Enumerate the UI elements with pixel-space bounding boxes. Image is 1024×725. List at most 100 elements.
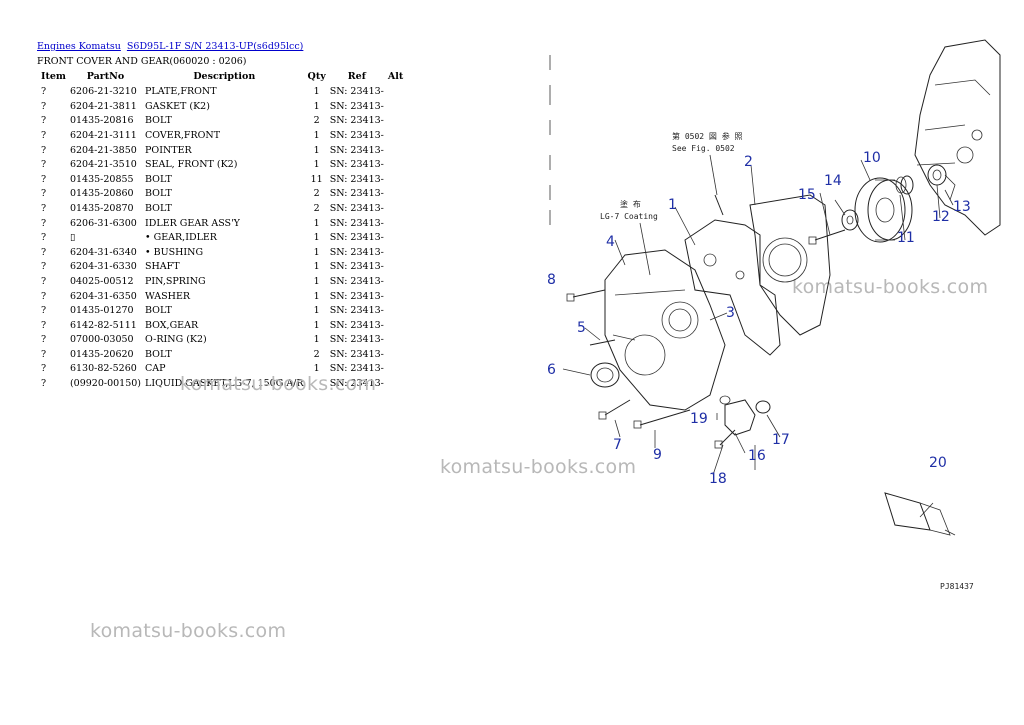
cell-alt [386,304,410,319]
cell-partno: 01435-20620 [69,348,134,360]
cell-description: WASHER [145,290,191,302]
cell-qty: 1 [313,144,320,156]
cell-qty: 1 [313,159,320,171]
cell-description: BOLT [145,348,172,360]
cell-qty: 1 [313,275,320,287]
front-plate-drawing [684,219,781,356]
cell-partno: 01435-20860 [69,188,134,200]
cell-description: • GEAR,IDLER [145,232,217,244]
cell-qty: 1 [313,319,320,331]
cell-description: LIQUID GASKET,LG-7, 150G A/R [145,378,304,390]
cell-description: • BUSHING [145,246,204,258]
callout-6: 6 [547,362,556,378]
cell-qty: 11 [310,173,323,185]
cell-description: O-RING (K2) [145,334,207,346]
cell-item: ? [41,261,47,273]
cell-partno: 6142-82-5111 [69,319,137,331]
cell-ref: SN: 23413- [329,261,384,273]
cell-item: ? [41,217,47,229]
callout-18: 18 [709,471,727,487]
cell-ref: SN: 23413- [329,305,384,317]
cell-qty: 1 [313,334,320,346]
cell-partno: 6204-31-6340 [69,246,137,258]
cell-ref: SN: 23413- [329,188,384,200]
header-description: Description [193,71,256,83]
idler-gear-drawing [854,177,913,243]
callout-17: 17 [772,432,790,448]
callout-12: 12 [932,209,950,225]
callout-2: 2 [744,154,753,170]
cell-ref: SN: 23413- [329,319,384,331]
gear-box-drawing [719,395,771,436]
watermark: komatsu-books.com [90,620,287,642]
cell-item: ? [41,275,47,287]
cell-alt [386,348,410,363]
cell-ref: SN: 23413- [329,144,384,156]
cell-item: ? [41,348,47,360]
bushing-drawing [895,175,914,195]
cell-item: ? [41,378,47,390]
cell-qty: 1 [313,232,320,244]
cell-alt [386,85,410,100]
breadcrumb-link-engines[interactable]: Engines Komatsu [37,41,121,52]
callout-20: 20 [929,455,947,471]
section-title: FRONT COVER AND GEAR(060020 : 0206) [37,55,247,67]
cell-ref: SN: 23413- [329,115,384,127]
cell-ref: SN: 23413- [329,129,384,141]
cell-alt [386,377,410,392]
cell-ref: SN: 23413- [329,275,384,287]
cell-item: ? [41,188,47,200]
cell-description: BOLT [145,202,172,214]
cell-partno: 04025-00512 [69,275,134,287]
cell-partno: 01435-20855 [69,173,134,185]
callout-16: 16 [748,448,766,464]
cell-item: ? [41,86,47,98]
cell-ref: SN: 23413- [329,290,384,302]
cell-qty: 1 [313,246,320,258]
cell-alt [386,246,410,261]
cell-description: BOX,GEAR [145,319,199,331]
cell-alt [386,362,410,377]
cell-qty: 2 [313,115,320,127]
callout-4: 4 [606,234,615,250]
washer-drawing [841,209,859,231]
cell-description: PLATE,FRONT [145,86,217,98]
cell-description: SHAFT [145,261,180,273]
watermark: komatsu-books.com [792,276,989,298]
cell-ref: SN: 23413- [329,173,384,185]
cell-ref: SN: 23413- [329,246,384,258]
cell-partno: 6204-21-3111 [69,129,137,141]
drawing-code: PJ81437 [940,582,974,591]
header-qty: Qty [307,71,326,83]
cell-item: ? [41,144,47,156]
table-header-row: Item PartNo Description Qty Ref Alt [37,70,410,85]
cell-description: BOLT [145,188,172,200]
cell-alt [386,290,410,305]
cell-partno: 6206-31-6300 [69,217,137,229]
breadcrumb-link-model[interactable]: S6D95L-1F S/N 23413-UP(s6d95lcc) [126,41,304,52]
idler-shaft-drawing [927,164,947,186]
note-ref-jp: 第 0502 図 参 照 [672,131,743,141]
cell-item: ? [41,129,47,141]
cell-alt [386,129,410,144]
cell-description: COVER,FRONT [145,129,221,141]
cell-description: SEAL, FRONT (K2) [145,159,238,171]
cell-description: BOLT [145,173,172,185]
table-row: ?(09920-00150)LIQUID GASKET,LG-7, 150G A… [37,377,410,392]
header-item: Item [41,71,66,83]
callout-10: 10 [863,150,881,166]
cell-partno: 6206-21-3210 [69,86,137,98]
